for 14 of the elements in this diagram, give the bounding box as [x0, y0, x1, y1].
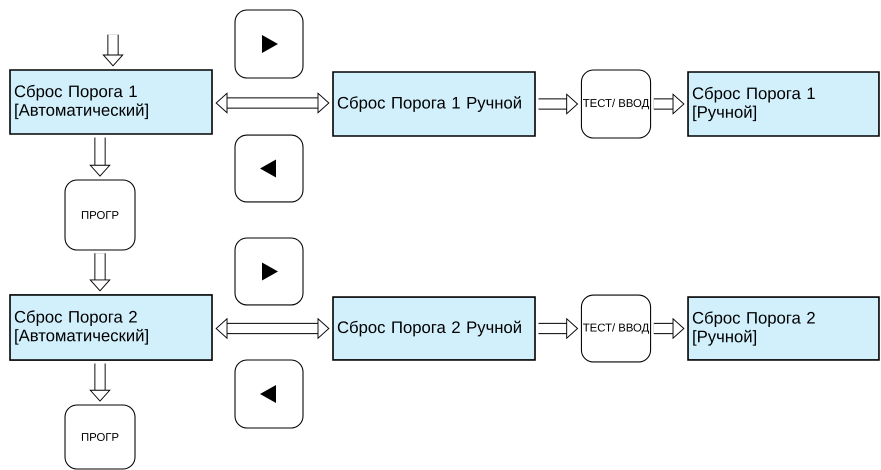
key-button: ПРОГР [64, 404, 136, 470]
key-button [234, 237, 304, 306]
key-button [234, 9, 304, 79]
state-box: Сброс Порога 2 Ручной [332, 296, 536, 361]
key-button [234, 134, 304, 202]
state-box: Сброс Порога 1 [Автоматический] [9, 69, 213, 135]
state-box: Сброс Порога 2 [Ручной] [687, 296, 880, 361]
key-button: ПРОГР [64, 179, 136, 251]
key-button: ТЕСТ/ ВВОД [580, 294, 652, 362]
key-button [234, 359, 304, 429]
state-box: Сброс Порога 1 [Ручной] [687, 71, 880, 137]
state-box: Сброс Порога 1 Ручной [332, 71, 536, 137]
key-button: ТЕСТ/ ВВОД [580, 69, 652, 139]
state-box: Сброс Порога 2 [Автоматический] [9, 294, 213, 361]
